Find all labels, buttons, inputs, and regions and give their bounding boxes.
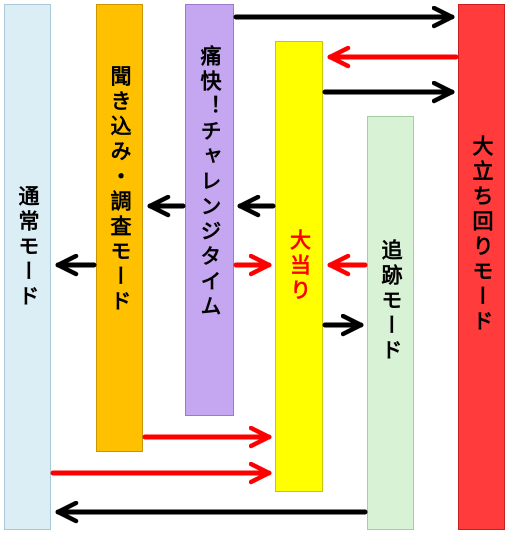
exciting-challenge-time-box: 痛快！チャレンジタイム (185, 4, 234, 416)
normal-mode-box: 通常モード (4, 4, 51, 530)
listen-investigate-mode-box: 聞き込み・調査モード (96, 4, 143, 452)
normal-mode-label: 通常モード (16, 185, 40, 310)
chase-mode-box: 追跡モード (367, 116, 414, 530)
chase-mode-label: 追跡モード (379, 239, 403, 364)
exciting-challenge-time-label: 痛快！チャレンジタイム (198, 45, 222, 320)
jackpot-box: 大当り (275, 41, 323, 492)
listen-investigate-mode-label: 聞き込み・調査モード (108, 65, 132, 315)
jackpot-label: 大当り (287, 229, 312, 304)
big-fight-mode-label: 大立ち回りモード (470, 135, 494, 335)
big-fight-mode-box: 大立ち回りモード (458, 4, 505, 530)
